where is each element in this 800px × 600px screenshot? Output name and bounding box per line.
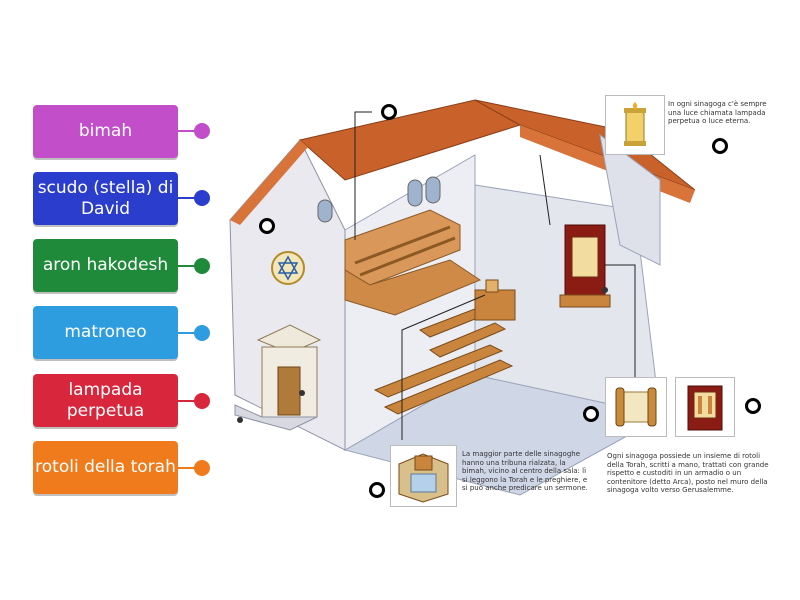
caption-torah: Ogni sinagoga possiede un insieme di rot… (607, 452, 769, 494)
entrance-steps (234, 404, 318, 431)
connector-dot-scudo[interactable] (194, 190, 210, 206)
gallery-bench-2 (359, 236, 456, 277)
torah-scroll-inset (605, 377, 667, 437)
roof-gable-edge (230, 140, 308, 225)
hotspot-top-gallery[interactable] (381, 104, 397, 120)
pew-row-4 (428, 322, 507, 358)
connector-line-aron (178, 265, 200, 267)
window-1 (317, 199, 333, 223)
window-2 (407, 179, 423, 207)
pew-row-2 (383, 359, 514, 415)
gallery-bench-1 (354, 225, 451, 265)
entrance-door (277, 366, 301, 416)
star-triangle-down (277, 262, 299, 281)
roof-front (298, 99, 522, 181)
label-rotoli[interactable]: rotoli della torah (33, 441, 178, 494)
leader-line-lamp (539, 154, 551, 226)
connector-line-lampada (178, 400, 200, 402)
label-aron[interactable]: aron hakodesh (33, 239, 178, 292)
hotspot-star[interactable] (259, 218, 275, 234)
synagogue-illustration (229, 99, 696, 496)
gallery-lower-seats (344, 259, 482, 316)
hotspot-ark[interactable] (745, 398, 761, 414)
leader-line-bimah (401, 294, 486, 440)
bimah-inset (390, 445, 457, 507)
person-3 (602, 287, 608, 293)
hotspot-bimah[interactable] (369, 482, 385, 498)
bimah-lectern (485, 279, 499, 293)
hotspot-torah[interactable] (583, 406, 599, 422)
aron-base (559, 294, 611, 308)
ark-icon (687, 385, 723, 431)
connector-dot-matroneo[interactable] (194, 325, 210, 341)
label-bimah[interactable]: bimah (33, 105, 178, 158)
person-1 (299, 390, 305, 396)
torah-scroll-icon (615, 387, 657, 427)
bimah-platform (474, 289, 516, 321)
caption-bimah: La maggior parte delle sinagoghe hanno u… (462, 450, 588, 492)
leader-line-top (354, 111, 372, 240)
label-lampada[interactable]: lampada perpetua (33, 374, 178, 427)
side-gable (599, 133, 661, 266)
connector-line-matroneo (178, 332, 200, 334)
lamp-inset (605, 95, 665, 155)
connector-line-bimah (178, 130, 200, 132)
connector-dot-bimah[interactable] (194, 123, 210, 139)
aron-inner (571, 236, 599, 278)
label-matroneo[interactable]: matroneo (33, 306, 178, 359)
leader-line-ark (605, 264, 636, 377)
caption-lamp: In ogni sinagoga c'è sempre una luce chi… (668, 100, 767, 125)
perpetual-lamp-icon (624, 102, 646, 146)
connector-line-rotoli (178, 467, 200, 469)
label-scudo[interactable]: scudo (stella) di David (33, 172, 178, 225)
connector-dot-lampada[interactable] (194, 393, 210, 409)
label-panel: bimah scudo (stella) di David aron hakod… (0, 0, 220, 600)
pew-row-1 (373, 344, 504, 398)
hotspot-lamp[interactable] (712, 138, 728, 154)
star-of-david-window (271, 251, 305, 285)
person-2 (237, 417, 243, 423)
bimah-icon (398, 453, 449, 503)
connector-line-scudo (178, 197, 200, 199)
window-3 (425, 176, 441, 204)
connector-dot-aron[interactable] (194, 258, 210, 274)
connector-dot-rotoli[interactable] (194, 460, 210, 476)
star-triangle-up (277, 255, 299, 274)
ark-inset (675, 377, 735, 437)
